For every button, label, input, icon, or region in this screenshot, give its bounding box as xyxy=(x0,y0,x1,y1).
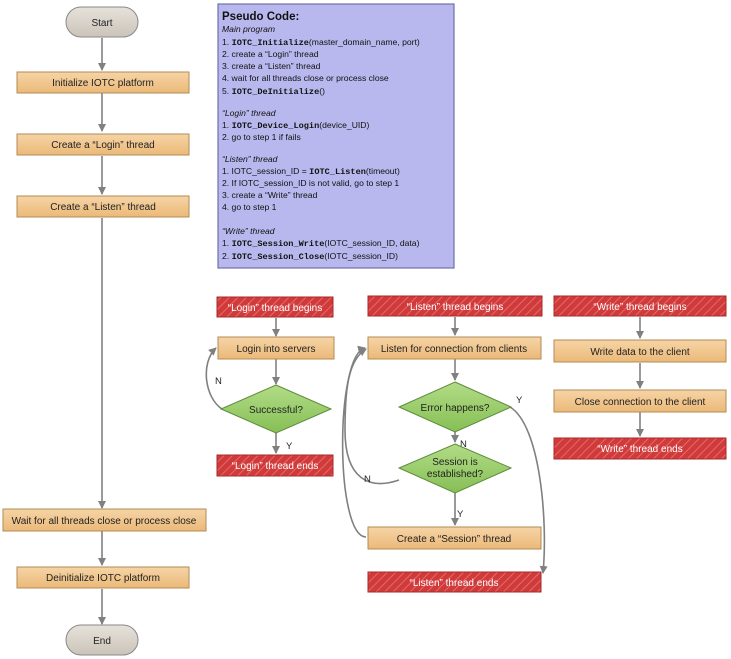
pseudo-main-2: 2. create a “Login” thread xyxy=(222,49,319,59)
create-login-label: Create a “Login” thread xyxy=(51,140,154,151)
session-decision: Session is established? xyxy=(397,443,513,494)
listen-thread-flow: “Listen” thread begins Listen for connec… xyxy=(341,295,548,593)
end-terminal: End xyxy=(65,624,139,656)
start-terminal: Start xyxy=(65,6,139,38)
pseudo-main-1: 1. IOTC_Initialize(master_domain_name, p… xyxy=(222,37,420,48)
wait-process: Wait for all threads close or process cl… xyxy=(2,508,207,532)
pseudo-write-1: 1. IOTC_Session_Write(IOTC_session_ID, d… xyxy=(222,238,420,249)
login-end-label: “Login” thread ends xyxy=(232,461,319,472)
session-decision-line1: Session is xyxy=(432,457,478,468)
login-begin-label: “Login” thread begins xyxy=(228,303,323,314)
listen-begin-label: “Listen” thread begins xyxy=(407,302,504,313)
pseudo-main-4: 4. wait for all threads close or process… xyxy=(222,73,389,83)
session-yes-label: Y xyxy=(457,509,464,520)
write-begin-marker: “Write” thread begins xyxy=(553,295,727,317)
main-program-header: Main program xyxy=(222,24,275,34)
pseudo-listen-2: 2. If IOTC_session_ID is not valid, go t… xyxy=(222,178,399,188)
listen-thread-header: “Listen” thread xyxy=(222,154,278,164)
login-thread-header: “Login” thread xyxy=(222,108,276,118)
pseudo-login-1: 1. IOTC_Device_Login(device_UID) xyxy=(222,120,370,131)
listen-end-label: “Listen” thread ends xyxy=(410,578,499,589)
session-decision-line2: established? xyxy=(427,469,484,480)
deinit-label: Deinitialize IOTC platform xyxy=(46,573,160,584)
deinit-process: Deinitialize IOTC platform xyxy=(16,566,190,589)
pseudo-listen-4: 4. go to step 1 xyxy=(222,202,277,212)
pseudo-title: Pseudo Code: xyxy=(222,11,299,23)
pseudo-login-2: 2. go to step 1 if fails xyxy=(222,132,301,142)
init-label: Initialize IOTC platform xyxy=(52,78,154,89)
login-servers-process: Login into servers xyxy=(217,336,335,360)
login-servers-label: Login into servers xyxy=(237,344,316,355)
write-data-process: Write data to the client xyxy=(553,339,727,363)
listen-clients-label: Listen for connection from clients xyxy=(381,344,527,355)
create-session-process: Create a “Session” thread xyxy=(367,526,542,550)
pseudo-listen-1: 1. IOTC_session_ID = IOTC_Listen(timeout… xyxy=(222,166,400,177)
login-success-label: Successful? xyxy=(249,405,303,416)
error-decision: Error happens? xyxy=(397,381,513,433)
login-success-decision: Successful? xyxy=(219,384,333,434)
error-yes-label: Y xyxy=(516,395,523,406)
error-no-label: N xyxy=(460,439,467,450)
pseudo-main-5: 5. IOTC_DeInitialize() xyxy=(222,86,325,97)
main-flow: Start Initialize IOTC platform Create a … xyxy=(2,6,207,656)
create-login-process: Create a “Login” thread xyxy=(16,133,190,156)
end-label: End xyxy=(93,636,111,647)
close-connection-process: Close connection to the client xyxy=(553,389,727,413)
session-no-label: N xyxy=(364,474,371,485)
write-data-label: Write data to the client xyxy=(590,347,690,358)
create-listen-label: Create a “Listen” thread xyxy=(50,202,156,213)
write-end-label: “Write” thread ends xyxy=(597,444,682,455)
listen-begin-marker: “Listen” thread begins xyxy=(367,295,543,317)
wait-label: Wait for all threads close or process cl… xyxy=(12,516,197,527)
login-thread-flow: “Login” thread begins Login into servers… xyxy=(205,296,335,477)
pseudo-code-box: Pseudo Code: Main program 1. IOTC_Initia… xyxy=(217,3,455,269)
write-begin-label: “Write” thread begins xyxy=(593,302,686,313)
init-process: Initialize IOTC platform xyxy=(16,71,190,94)
write-thread-header: “Write” thread xyxy=(222,226,275,236)
pseudo-write-2: 2. IOTC_Session_Close(IOTC_session_ID) xyxy=(222,251,398,262)
create-listen-process: Create a “Listen” thread xyxy=(16,195,190,218)
pseudo-main-3: 3. create a “Listen” thread xyxy=(222,61,321,71)
error-decision-label: Error happens? xyxy=(421,403,490,414)
listen-end-marker: “Listen” thread ends xyxy=(367,571,542,593)
listen-clients-process: Listen for connection from clients xyxy=(367,336,542,360)
close-connection-label: Close connection to the client xyxy=(575,397,706,408)
login-no-label: N xyxy=(215,376,222,387)
start-label: Start xyxy=(91,18,112,29)
login-end-marker: “Login” thread ends xyxy=(216,454,334,477)
create-session-label: Create a “Session” thread xyxy=(397,534,512,545)
write-end-marker: “Write” thread ends xyxy=(553,437,727,460)
pseudo-listen-3: 3. create a “Write” thread xyxy=(222,190,318,200)
login-yes-label: Y xyxy=(286,441,293,452)
login-begin-marker: “Login” thread begins xyxy=(216,296,334,318)
write-thread-flow: “Write” thread begins Write data to the … xyxy=(553,295,727,460)
